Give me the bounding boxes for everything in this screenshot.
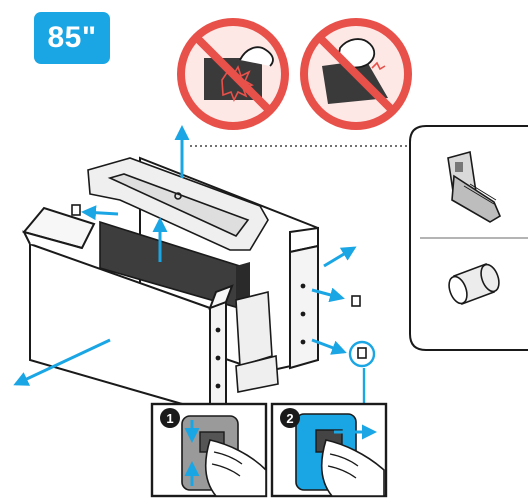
parts-panel [409, 125, 528, 351]
step-number-1: 1 [166, 411, 173, 426]
no-lift-by-panel-icon [300, 18, 412, 130]
step-number-2: 2 [286, 411, 293, 426]
step-panel-2: 2 [270, 402, 388, 498]
foam-pieces [87, 157, 279, 393]
box-front [22, 206, 234, 414]
direction-arrows [13, 125, 357, 386]
size-badge: 85" [34, 12, 110, 64]
step-panel-1: 1 [150, 402, 268, 498]
no-touch-screen-icon [177, 18, 289, 130]
stand-bracket-icon [447, 150, 502, 223]
clip-pieces [71, 204, 376, 368]
cylinder-part-icon [448, 262, 500, 306]
